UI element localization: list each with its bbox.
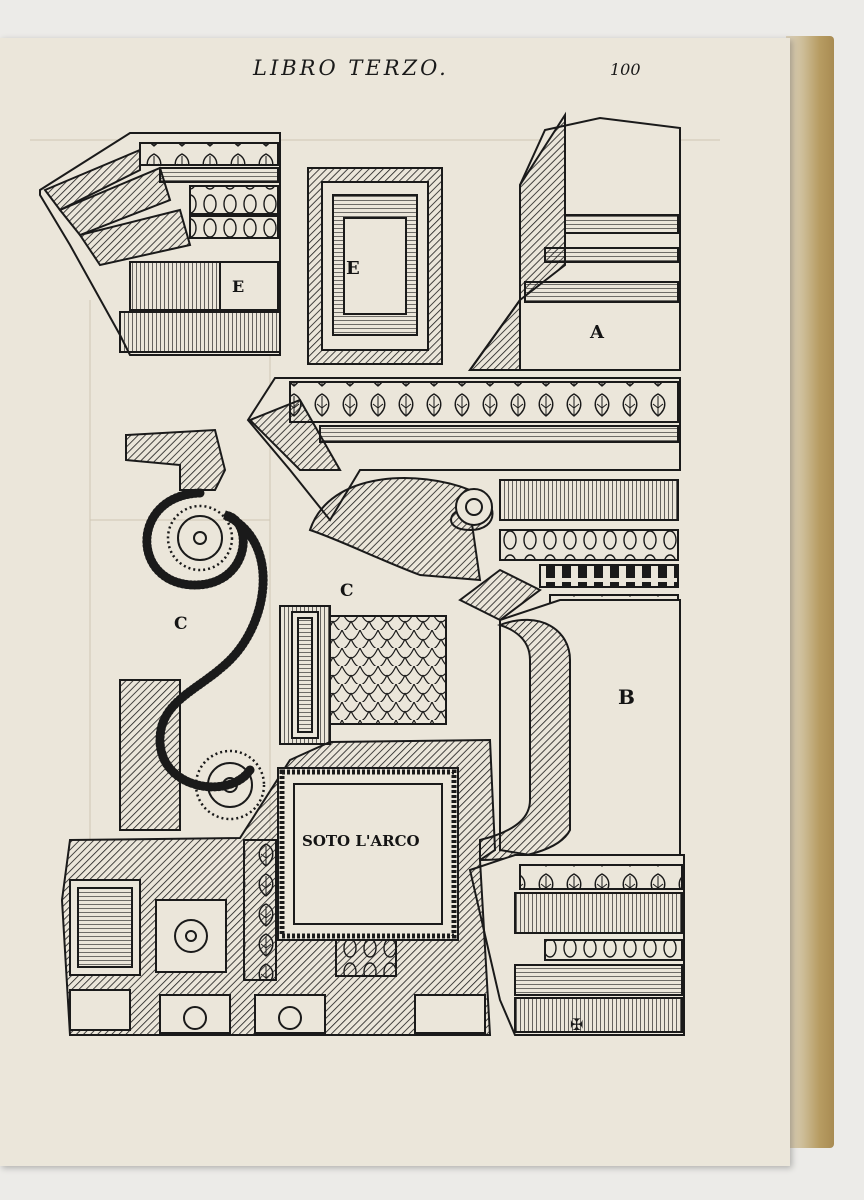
running-title: LIBRO TERZO. — [253, 56, 449, 80]
page-number: 100 — [610, 60, 641, 79]
pilaster-a — [468, 111, 681, 371]
cornice-e-left — [39, 132, 281, 356]
label-e-panel: E — [346, 258, 360, 279]
label-c-center: C — [340, 581, 354, 601]
panel-e — [307, 167, 443, 365]
label-soto-larco: SOTO L'ARCO — [302, 832, 420, 850]
book-spine — [786, 36, 834, 1148]
label-c-left: C — [174, 614, 188, 634]
pilaster-b — [479, 599, 681, 862]
scale-panel — [279, 605, 447, 745]
label-a: A — [589, 322, 605, 343]
svg-text:✠: ✠ — [570, 1015, 583, 1034]
pilaster-base: ✠ — [468, 854, 685, 1036]
label-b: B — [618, 685, 635, 709]
main-cornice — [246, 377, 681, 622]
label-e-left: E — [232, 277, 244, 296]
coffered-soffit — [60, 738, 497, 1036]
scroll-c — [119, 428, 268, 831]
